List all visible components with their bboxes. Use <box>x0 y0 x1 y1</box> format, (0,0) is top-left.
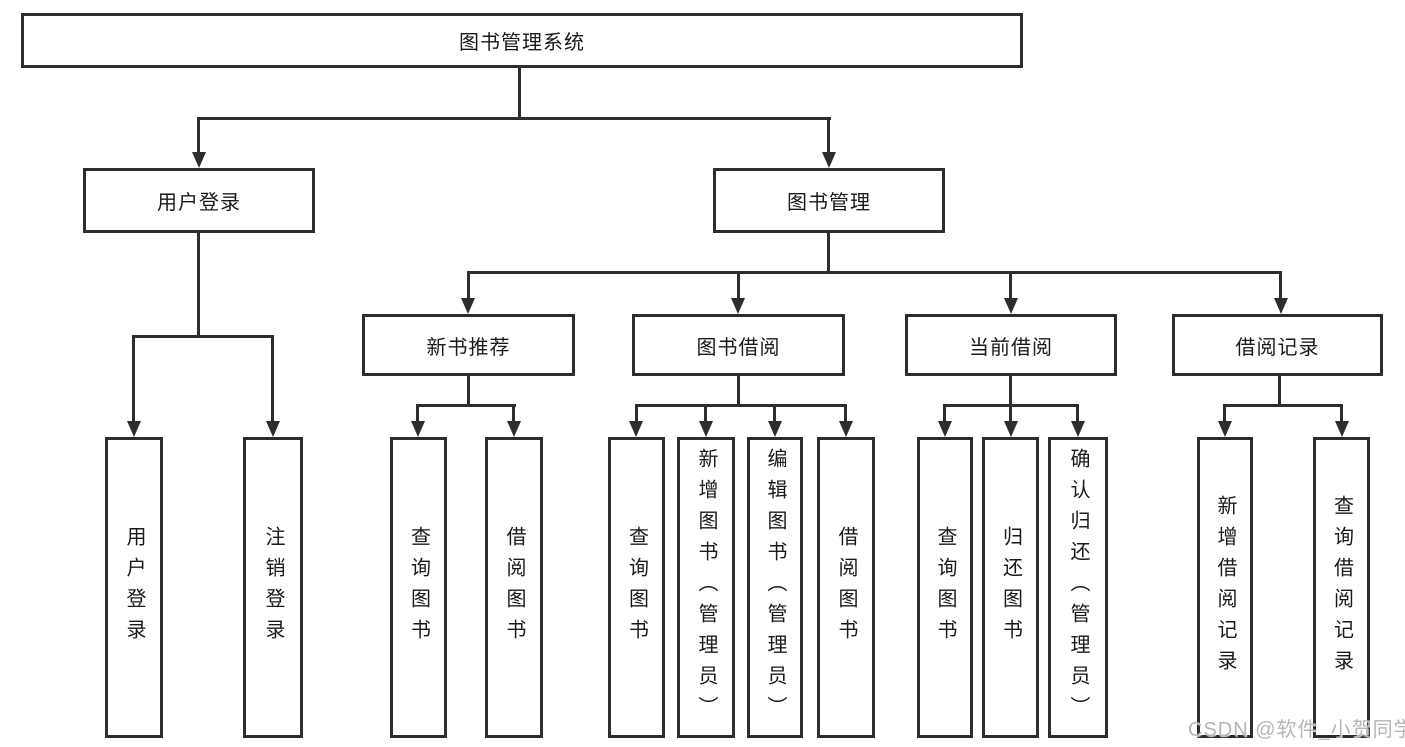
leaf-confirm-return-admin: 确认归还（管理员） <box>1048 437 1108 738</box>
arrowhead-icon <box>699 421 713 437</box>
node-library-management-system: 图书管理系统 <box>21 13 1023 68</box>
connector-line <box>467 376 470 407</box>
connector-line <box>737 271 740 302</box>
connector-line <box>132 335 273 338</box>
connector-line <box>197 117 200 155</box>
leaf-add-books-admin: 新增图书（管理员） <box>677 437 735 738</box>
connector-line <box>1223 404 1342 407</box>
arrowhead-icon <box>1335 421 1349 437</box>
connector-line <box>635 404 638 423</box>
node-book-management: 图书管理 <box>713 168 945 233</box>
node-label: 用户登录 <box>157 192 241 214</box>
connector-line <box>512 404 515 423</box>
arrowhead-icon <box>1274 298 1288 314</box>
leaf-borrow-books-recommend: 借阅图书 <box>485 437 543 738</box>
arrowhead-icon <box>1004 298 1018 314</box>
node-current-borrow: 当前借阅 <box>905 314 1117 376</box>
node-label: 当前借阅 <box>969 336 1053 359</box>
node-label: 归还图书 <box>999 525 1022 650</box>
connector-line <box>773 404 776 423</box>
node-label: 图书管理 <box>787 192 871 214</box>
connector-line <box>827 117 830 155</box>
connector-line <box>1009 376 1012 407</box>
node-label: 查询图书 <box>407 525 430 650</box>
arrowhead-icon <box>1004 421 1018 437</box>
connector-line <box>1076 404 1079 423</box>
arrowhead-icon <box>192 152 206 168</box>
connector-line <box>635 404 846 407</box>
arrowhead-icon <box>839 421 853 437</box>
connector-line <box>1278 376 1281 407</box>
leaf-logout: 注销登录 <box>243 437 303 738</box>
connector-line <box>1009 271 1012 302</box>
connector-line <box>197 117 831 120</box>
leaf-query-borrow-record: 查询借阅记录 <box>1313 437 1370 738</box>
connector-line <box>197 233 200 338</box>
node-label: 图书管理系统 <box>459 32 585 54</box>
connector-line <box>844 404 847 423</box>
leaf-edit-books-admin: 编辑图书（管理员） <box>747 437 803 738</box>
arrowhead-icon <box>938 421 952 437</box>
connector-line <box>1223 404 1226 423</box>
arrowhead-icon <box>629 421 643 437</box>
leaf-query-books-current: 查询图书 <box>917 437 973 738</box>
connector-line <box>132 335 135 423</box>
arrowhead-icon <box>461 298 475 314</box>
node-label: 新增图书（管理员） <box>695 448 717 727</box>
node-user-login: 用户登录 <box>83 168 315 233</box>
connector-line <box>416 404 516 407</box>
node-label: 注销登录 <box>262 525 284 650</box>
node-label: 新增借阅记录 <box>1214 494 1236 681</box>
arrowhead-icon <box>1218 421 1232 437</box>
node-book-borrow: 图书借阅 <box>632 314 845 376</box>
leaf-query-books-recommend: 查询图书 <box>390 437 447 738</box>
leaf-return-books: 归还图书 <box>982 437 1039 738</box>
leaf-user-login: 用户登录 <box>105 437 163 738</box>
connector-line <box>467 271 1282 274</box>
arrowhead-icon <box>822 152 836 168</box>
arrowhead-icon <box>731 298 745 314</box>
node-label: 图书借阅 <box>696 336 781 359</box>
leaf-query-books-borrow: 查询图书 <box>608 437 665 738</box>
node-label: 借阅记录 <box>1235 336 1320 359</box>
connector-line <box>271 335 274 423</box>
arrowhead-icon <box>411 421 425 437</box>
node-new-book-recommend: 新书推荐 <box>362 314 575 376</box>
leaf-add-borrow-record: 新增借阅记录 <box>1197 437 1253 738</box>
connector-line <box>1009 404 1012 423</box>
node-label: 确认归还（管理员） <box>1067 448 1089 727</box>
node-label: 新书推荐 <box>426 336 511 359</box>
connector-line <box>1279 271 1282 302</box>
arrowhead-icon <box>127 421 141 437</box>
connector-line <box>943 404 946 423</box>
connector-line <box>704 404 707 423</box>
node-label: 借阅图书 <box>835 525 857 650</box>
arrowhead-icon <box>507 421 521 437</box>
node-label: 查询图书 <box>625 525 648 650</box>
connector-line <box>467 271 470 302</box>
connector-line <box>518 66 521 118</box>
node-label: 查询借阅记录 <box>1330 494 1353 681</box>
watermark: CSDN @软件_小贺同学 <box>1188 719 1405 741</box>
arrowhead-icon <box>1071 421 1085 437</box>
connector-line <box>416 404 419 423</box>
arrowhead-icon <box>768 421 782 437</box>
node-label: 查询图书 <box>934 525 956 650</box>
connector-line <box>1340 404 1343 423</box>
connector-line <box>827 233 830 274</box>
arrowhead-icon <box>266 421 280 437</box>
node-borrow-records: 借阅记录 <box>1172 314 1383 376</box>
node-label: 编辑图书（管理员） <box>764 448 786 727</box>
node-label: 借阅图书 <box>503 525 525 650</box>
node-label: 用户登录 <box>123 525 145 650</box>
connector-line <box>737 376 740 407</box>
leaf-borrow-books-borrow: 借阅图书 <box>817 437 875 738</box>
